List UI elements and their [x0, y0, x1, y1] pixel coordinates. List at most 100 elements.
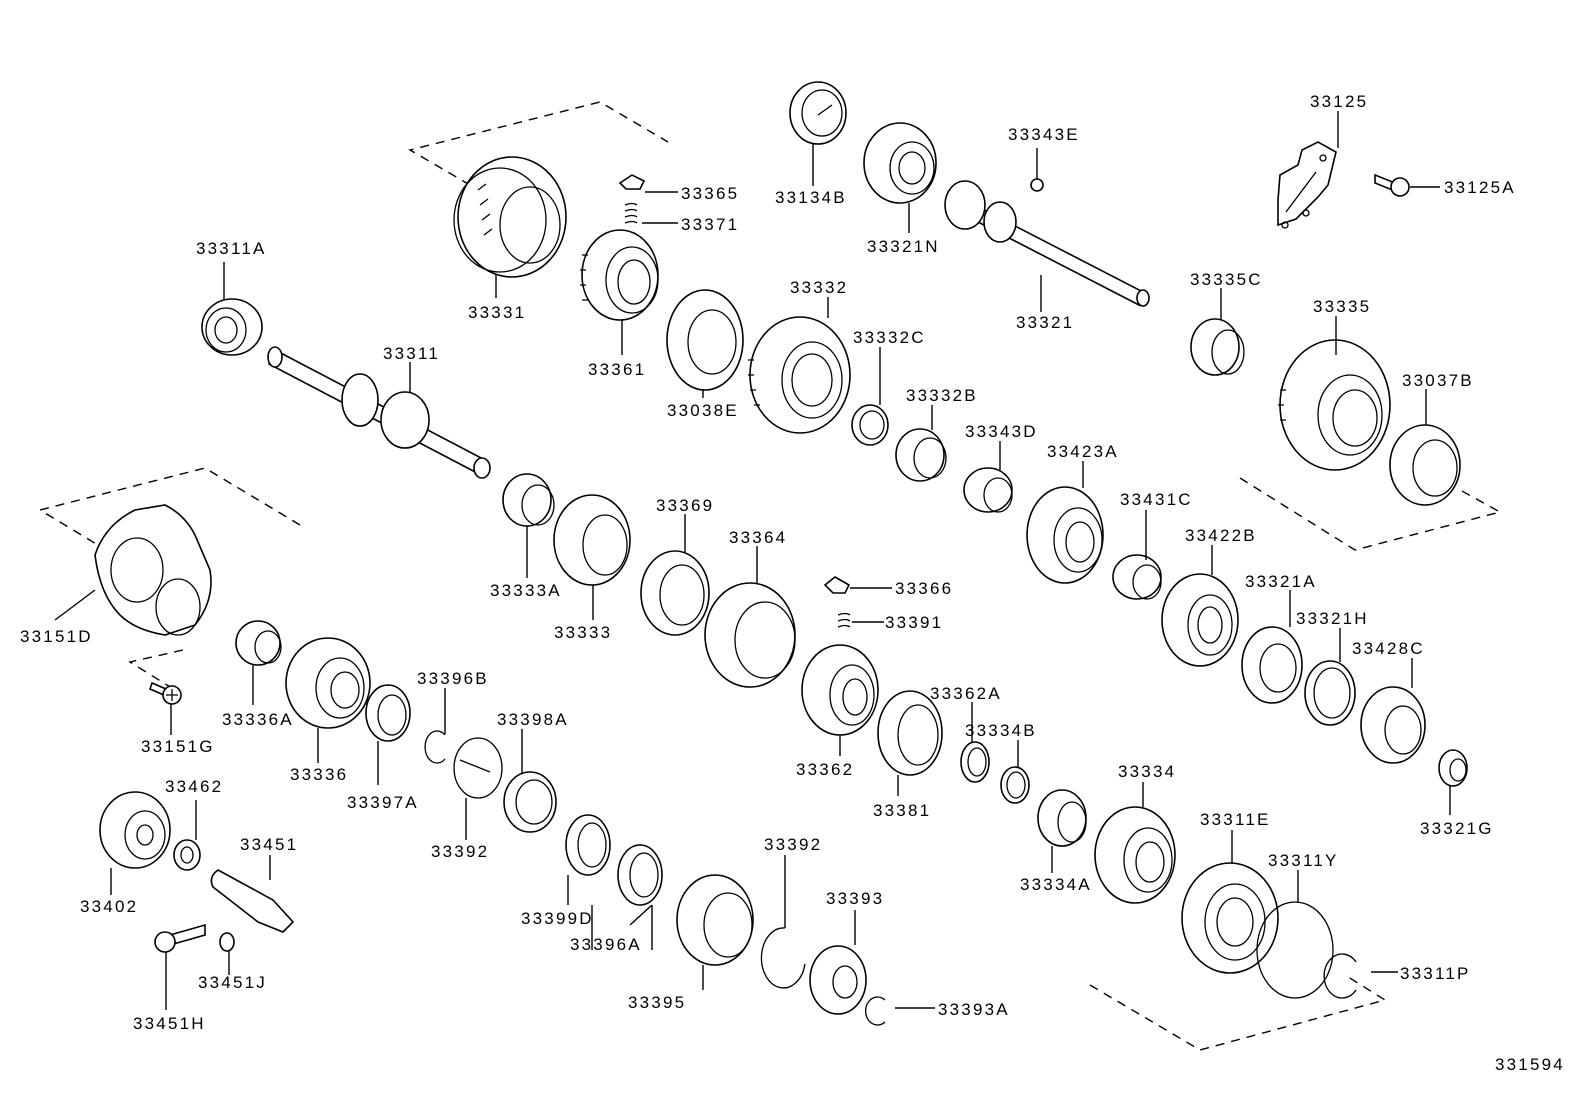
label-33362[interactable]: 33362: [796, 760, 854, 779]
label-33422B[interactable]: 33422B: [1185, 526, 1257, 545]
label-33311A[interactable]: 33311A: [196, 239, 267, 258]
part-33311P-snap-ring[interactable]: [1323, 953, 1357, 999]
part-33333A-needle-bearing[interactable]: [502, 473, 555, 527]
part-33369-synchro-ring[interactable]: [640, 550, 710, 636]
label-33399D[interactable]: 33399D: [521, 909, 594, 928]
label-33393A[interactable]: 33393A: [938, 1000, 1010, 1019]
label-33391[interactable]: 33391: [885, 613, 943, 632]
part-33334-gear[interactable]: [1094, 806, 1176, 904]
part-33038E-synchro-ring[interactable]: [666, 289, 744, 391]
part-33311E-bearing[interactable]: [1181, 862, 1279, 974]
label-33332[interactable]: 33332: [790, 278, 848, 297]
part-33125-bracket[interactable]: [1277, 141, 1337, 229]
part-33362-clutch-hub[interactable]: [801, 644, 879, 736]
part-33396B-snap-ring[interactable]: [424, 730, 446, 764]
label-33392-b[interactable]: 33392: [764, 835, 822, 854]
part-33037B-synchro-ring[interactable]: [1389, 424, 1461, 506]
part-33311-input-shaft[interactable]: [267, 346, 491, 479]
part-33422B-gear[interactable]: [1161, 573, 1239, 667]
label-33381[interactable]: 33381: [873, 801, 931, 820]
label-33334B[interactable]: 33334B: [965, 721, 1037, 740]
part-33399D-synchro-ring[interactable]: [565, 814, 611, 876]
part-33334A-needle-bearing[interactable]: [1037, 789, 1087, 847]
label-33311E[interactable]: 33311E: [1200, 810, 1271, 829]
part-33331-hub-sleeve[interactable]: [453, 156, 567, 278]
label-33125A[interactable]: 33125A: [1444, 178, 1516, 197]
label-33392-a[interactable]: 33392: [431, 842, 489, 861]
label-33398A[interactable]: 33398A: [497, 710, 569, 729]
part-33125A-bolt[interactable]: [1374, 173, 1410, 197]
label-33335[interactable]: 33335: [1313, 297, 1371, 316]
part-33332C-thrust-ring[interactable]: [851, 404, 889, 446]
part-33451-idler-shaft[interactable]: [210, 869, 295, 933]
part-33334B-ring[interactable]: [1000, 766, 1030, 804]
part-33428C-gear[interactable]: [1360, 686, 1426, 764]
part-33336A-needle-bearing[interactable]: [235, 620, 282, 666]
label-33336A[interactable]: 33336A: [222, 710, 294, 729]
part-33335-gear[interactable]: [1278, 339, 1391, 471]
part-33462-washer[interactable]: [173, 839, 201, 871]
label-33336[interactable]: 33336: [290, 765, 348, 784]
label-33335C[interactable]: 33335C: [1190, 270, 1263, 289]
part-33381-synchro-ring[interactable]: [877, 690, 943, 776]
label-33321H[interactable]: 33321H: [1296, 609, 1369, 628]
part-33397A-synchro-ring[interactable]: [365, 684, 411, 742]
part-33393-reverse-hub[interactable]: [809, 945, 867, 1015]
part-33134B-seal[interactable]: [789, 81, 847, 145]
label-33332B[interactable]: 33332B: [906, 386, 978, 405]
part-33361-clutch-hub[interactable]: [580, 229, 659, 321]
label-33396A[interactable]: 33396A: [570, 935, 642, 954]
part-33151D-bearing-retainer[interactable]: [94, 504, 212, 636]
label-33333[interactable]: 33333: [554, 623, 612, 642]
label-33366[interactable]: 33366: [895, 579, 953, 598]
part-33343D-spacer[interactable]: [963, 467, 1013, 513]
label-33397A[interactable]: 33397A: [347, 793, 419, 812]
label-33395[interactable]: 33395: [628, 993, 686, 1012]
part-33402-reverse-idler-gear[interactable]: [99, 791, 171, 869]
part-33364-hub-sleeve[interactable]: [704, 582, 796, 688]
label-33343E[interactable]: 33343E: [1008, 125, 1080, 144]
label-33151D[interactable]: 33151D: [20, 627, 93, 646]
label-33462[interactable]: 33462: [165, 777, 223, 796]
label-33038E[interactable]: 33038E: [667, 401, 739, 420]
part-33366-shifting-key[interactable]: [823, 576, 851, 594]
label-33371[interactable]: 33371: [681, 215, 739, 234]
label-33321[interactable]: 33321: [1016, 313, 1074, 332]
label-33037B[interactable]: 33037B: [1402, 371, 1474, 390]
part-33392-spring-2[interactable]: [760, 927, 806, 989]
part-33395-hub-sleeve[interactable]: [676, 874, 754, 966]
part-33311A-bearing[interactable]: [201, 298, 263, 356]
part-33311Y-snap-ring[interactable]: [1256, 901, 1334, 999]
part-33431C-spacer[interactable]: [1112, 554, 1162, 600]
label-33321N[interactable]: 33321N: [867, 237, 940, 256]
part-33151G-screw[interactable]: [149, 681, 182, 705]
part-33451H-bolt[interactable]: [154, 923, 206, 953]
label-33134B[interactable]: 33134B: [775, 188, 847, 207]
label-33151G[interactable]: 33151G: [141, 737, 215, 756]
label-33365[interactable]: 33365: [681, 184, 739, 203]
part-33343E-ball[interactable]: [1030, 178, 1044, 192]
label-33321A[interactable]: 33321A: [1245, 572, 1317, 591]
label-33331[interactable]: 33331: [468, 303, 526, 322]
label-33428C[interactable]: 33428C: [1352, 639, 1425, 658]
part-33391-spring[interactable]: [837, 612, 851, 628]
part-33335C-needle-bearing[interactable]: [1190, 318, 1245, 376]
label-33334A[interactable]: 33334A: [1020, 875, 1092, 894]
label-33369[interactable]: 33369: [656, 496, 714, 515]
part-33321A-bearing[interactable]: [1241, 626, 1303, 704]
label-33402[interactable]: 33402: [80, 897, 138, 916]
part-33333-gear[interactable]: [553, 494, 631, 586]
part-33371-spring[interactable]: [624, 202, 638, 224]
label-33364[interactable]: 33364: [729, 528, 787, 547]
part-33332B-needle-bearing[interactable]: [895, 428, 947, 482]
label-33451[interactable]: 33451: [240, 835, 298, 854]
part-33321G-nut[interactable]: [1438, 749, 1468, 787]
label-33396B[interactable]: 33396B: [417, 669, 489, 688]
label-33423A[interactable]: 33423A: [1047, 442, 1119, 461]
label-33311[interactable]: 33311: [383, 344, 440, 363]
part-33393A-snap-ring[interactable]: [864, 996, 886, 1026]
label-33362A[interactable]: 33362A: [930, 684, 1002, 703]
part-33396A-synchro-ring[interactable]: [617, 844, 663, 906]
part-33332-gear[interactable]: [748, 316, 851, 434]
label-33333A[interactable]: 33333A: [490, 581, 562, 600]
